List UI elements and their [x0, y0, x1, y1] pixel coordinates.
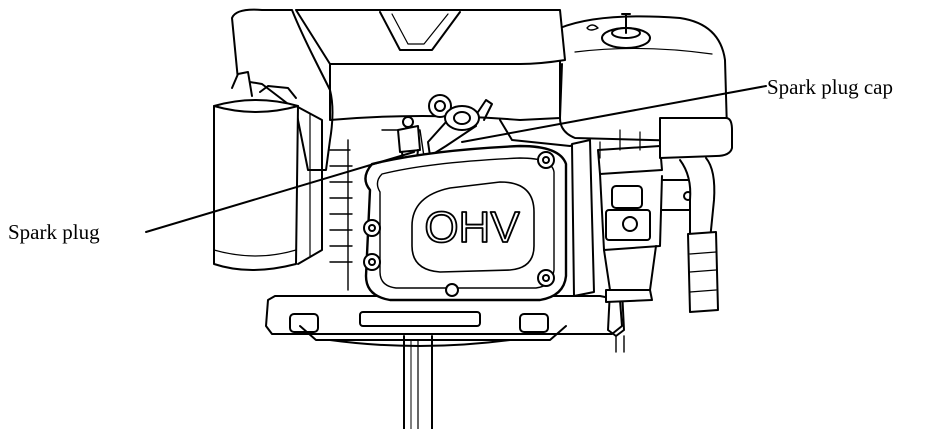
engine-base: [265, 295, 623, 347]
muffler: [659, 117, 733, 313]
spark-plug-cap-label: Spark plug cap: [767, 75, 893, 99]
ohv-cover-text: OHV: [424, 203, 520, 252]
fuel-tank: [559, 13, 728, 142]
spark-plug-cap-leader: [461, 85, 767, 143]
crankshaft: [403, 335, 433, 429]
spark-plug-leader: [145, 151, 415, 233]
blower-housing: [231, 8, 591, 171]
carburetor: [571, 129, 701, 353]
valve-cover: OHV: [363, 144, 568, 302]
spark-plug-label: Spark plug: [8, 220, 100, 244]
left-canister: [213, 71, 323, 271]
